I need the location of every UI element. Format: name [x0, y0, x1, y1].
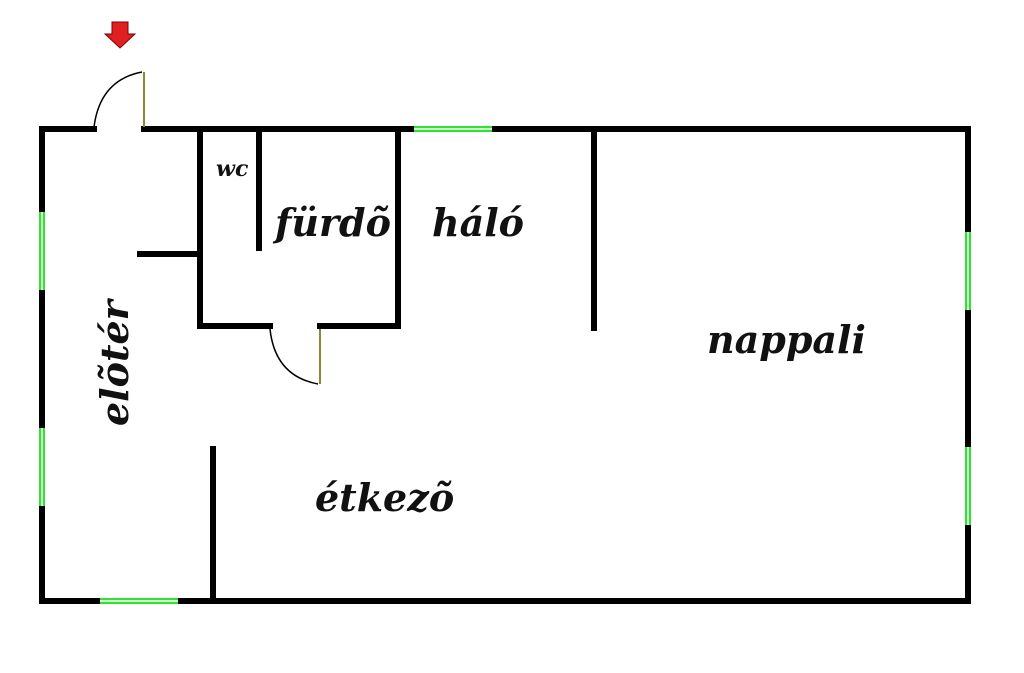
interior-walls — [137, 126, 597, 604]
room-label-furdo: fürdõ — [272, 200, 391, 245]
room-label-etkezo: étkezõ — [315, 475, 454, 520]
room-label-nappali: nappali — [707, 317, 866, 362]
bathroom-door — [269, 328, 321, 385]
room-label-wc: wc — [216, 156, 249, 182]
windows — [39, 126, 971, 604]
room-label-halo: háló — [432, 200, 524, 245]
entrance-arrow-icon — [103, 21, 137, 49]
entrance-door — [93, 71, 145, 128]
room-label-eloter: elõtér — [92, 297, 137, 426]
